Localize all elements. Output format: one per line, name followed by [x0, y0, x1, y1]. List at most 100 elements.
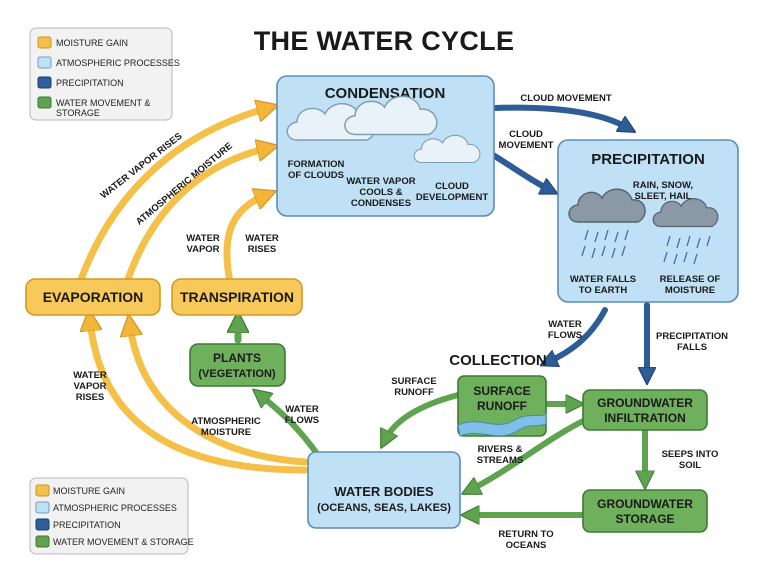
arrow-label: RISES [76, 392, 105, 403]
inner-label: COOLS & [359, 187, 402, 198]
inner-label: OF CLOUDS [288, 170, 344, 181]
transpiration-title: TRANSPIRATION [180, 289, 294, 305]
arrow-label: WATER [186, 233, 220, 244]
arrow-transpiration-vapor [223, 195, 266, 286]
rain-drops-icon [581, 229, 711, 265]
arrow-label: WATER [73, 370, 107, 381]
surface-runoff-title: RUNOFF [477, 399, 527, 413]
water-bodies-box: WATER BODIES (OCEANS, SEAS, LAKES) [307, 451, 461, 529]
legend-label: WATER MOVEMENT & STORAGE [53, 537, 194, 547]
arrow-label: VAPOR [186, 244, 219, 255]
evaporation-box: EVAPORATION [25, 278, 161, 316]
inner-label: MOISTURE [665, 285, 715, 296]
inner-label: TO EARTH [579, 285, 628, 296]
legend-top-label: MOISTURE GAIN [56, 38, 128, 48]
arrow-label: CLOUD [509, 129, 543, 140]
legend-top-label: STORAGE [56, 108, 100, 118]
inner-label: SLEET, HAIL [634, 191, 691, 202]
arrow-label: WATER [285, 404, 319, 415]
condensation-title: CONDENSATION [325, 85, 446, 102]
arrow-bodies-to-plants [260, 395, 321, 458]
inner-label: RELEASE OF [660, 274, 721, 285]
arrow-label: STREAMS [477, 455, 523, 466]
inner-label: WATER FALLS [570, 274, 636, 285]
arrow-label: RETURN TO [498, 529, 553, 540]
arrow-cloud-movement-top [492, 104, 628, 128]
arrow-label: WATER [548, 319, 582, 330]
arrow-label: ATMOSPHERIC [191, 416, 261, 427]
legend-top-label: ATMOSPHERIC PROCESSES [56, 58, 180, 68]
river-icon [457, 413, 547, 437]
arrow-label: MOISTURE [201, 427, 251, 438]
arrow-atmospheric-moisture [123, 148, 268, 286]
infiltration-title: INFILTRATION [604, 411, 686, 425]
arrow-label: RUNOFF [394, 387, 434, 398]
arrow-label: WATER [245, 233, 279, 244]
arrow-rivers-streams [470, 417, 588, 490]
storage-title: GROUNDWATER [597, 497, 693, 511]
transpiration-box: TRANSPIRATION [171, 278, 303, 316]
svg-text:RAIN, SNOW,SLEET, HAIL: RAIN, SNOW,SLEET, HAIL [633, 180, 693, 202]
water-bodies-title: WATER BODIES [334, 484, 434, 499]
storage-title: STORAGE [615, 512, 674, 526]
arrow-label: RIVERS & [478, 444, 523, 455]
page-title: THE WATER CYCLE [254, 26, 515, 56]
arrow-label: FLOWS [548, 330, 582, 341]
arrow-surface-runoff [385, 392, 461, 440]
precipitation-title: PRECIPITATION [591, 151, 705, 168]
groundwater-storage-box: GROUNDWATER STORAGE [582, 489, 708, 533]
legend-top-label: WATER MOVEMENT & [56, 98, 150, 108]
surface-runoff-title: SURFACE [473, 384, 530, 398]
inner-label: CLOUD [435, 181, 469, 192]
arrow-label: VAPOR [73, 381, 106, 392]
precipitation-box: PRECIPITATION RAIN, SNOW,SLEET, HAIL WAT… [557, 139, 739, 303]
arrow-label: FLOWS [285, 415, 319, 426]
arrow-bodies-to-evaporation [90, 320, 309, 474]
plants-subtitle: (VEGETATION) [198, 368, 276, 380]
arrow-label: MOVEMENT [499, 140, 554, 151]
arrow-label: FALLS [677, 342, 707, 353]
inner-label: CONDENSES [351, 198, 411, 209]
inner-label: DEVELOPMENT [416, 192, 489, 203]
arrow-water-vapor-rises [76, 108, 268, 286]
surface-runoff-box: SURFACE RUNOFF [457, 375, 547, 437]
arrow-label: CLOUD MOVEMENT [520, 93, 612, 104]
plants-title: PLANTS [213, 351, 261, 365]
arrow-water-flows-down [548, 307, 608, 362]
arrow-label: OCEANS [506, 540, 547, 551]
svg-text:RIVERS &STREAMS: RIVERS &STREAMS [477, 444, 523, 466]
legend-label: MOISTURE GAIN [53, 486, 125, 496]
legend-label: PRECIPITATION [53, 520, 121, 530]
arrow-label: SEEPS INTO [662, 449, 719, 460]
legend-label: ATMOSPHERIC PROCESSES [53, 503, 177, 513]
arrow-label: PRECIPITATION [656, 331, 728, 342]
collection-label: COLLECTION [449, 352, 547, 369]
legend-top: MOISTURE GAIN ATMOSPHERIC PROCESSES PREC… [29, 27, 180, 121]
legend-bottom: MOISTURE GAIN ATMOSPHERIC PROCESSES PREC… [29, 477, 194, 555]
evaporation-title: EVAPORATION [43, 289, 144, 305]
legend-top-label: PRECIPITATION [56, 78, 124, 88]
arrow-label: RISES [248, 244, 277, 255]
arrow-label: SURFACE [391, 376, 436, 387]
infiltration-title: GROUNDWATER [597, 396, 693, 410]
plants-box: PLANTS (VEGETATION) [189, 343, 286, 387]
arrow-label: SOIL [679, 460, 701, 471]
groundwater-infiltration-box: GROUNDWATER INFILTRATION [582, 389, 708, 431]
